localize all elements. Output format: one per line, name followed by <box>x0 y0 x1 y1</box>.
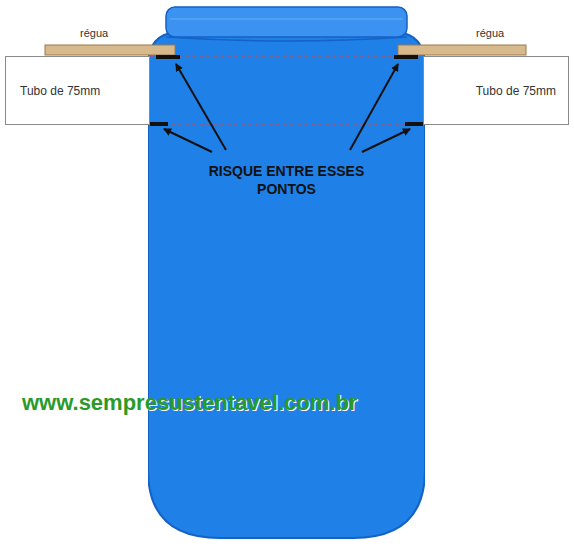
watermark: www.sempresustentavel.com.br <box>22 390 357 416</box>
barrel-shape <box>148 5 425 540</box>
instruction-text: RISQUE ENTRE ESSES PONTOS <box>202 162 372 198</box>
ruler-label: régua <box>80 27 108 39</box>
ruler-label: régua <box>476 27 504 39</box>
tube-label: Tubo de 75mm <box>476 84 556 98</box>
tube-box: Tubo de 75mm <box>423 56 569 125</box>
tube-label: Tubo de 75mm <box>20 84 100 98</box>
barrel: RISQUE ENTRE ESSES PONTOS <box>148 5 425 540</box>
tube-box: Tubo de 75mm <box>5 56 150 125</box>
